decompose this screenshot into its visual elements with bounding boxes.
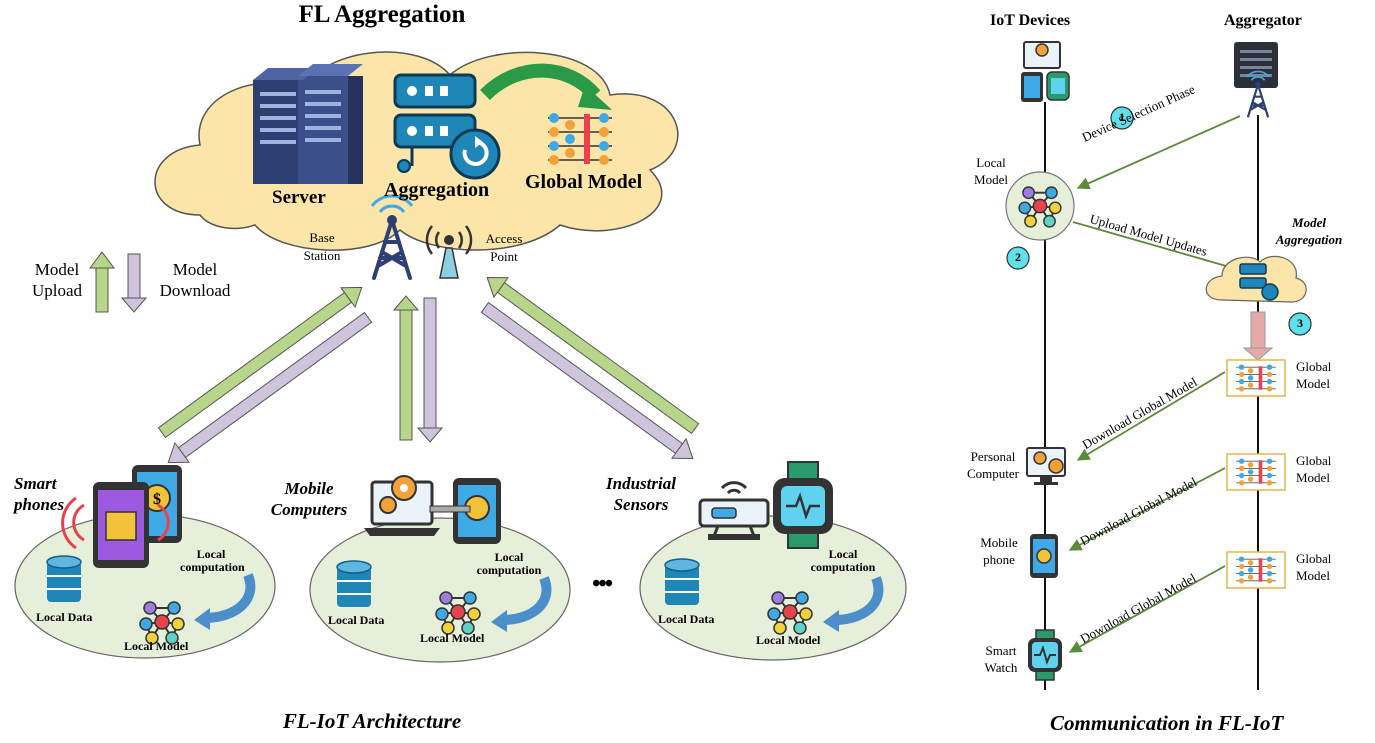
iot-devices-header: IoT Devices [990, 12, 1071, 29]
step-1-text: 1 [1119, 110, 1125, 124]
computers-upload-arrow [392, 295, 420, 441]
global-model-box-2 [1226, 453, 1286, 491]
legend-upload-arrow [89, 251, 115, 313]
download-arrow-phone [1068, 467, 1226, 551]
step-badge-3 [1288, 312, 1312, 336]
aggregation-icon [393, 73, 501, 180]
smartwatch-icon [773, 461, 833, 549]
fl-iot-architecture-caption: FL-IoT Architecture [282, 709, 462, 733]
computers-download-arrow [416, 297, 444, 443]
aggregation-label: Aggregation [384, 179, 490, 201]
smartphones-upload-arrow [157, 286, 363, 439]
step-badge-2 [1006, 246, 1030, 270]
sensors-download-arrow [480, 301, 694, 460]
local-data-label-3: Local Data [658, 612, 715, 626]
local-computation-arrow-1 [204, 573, 256, 623]
aggregator-server-icon [1234, 42, 1278, 118]
aggregator-header: Aggregator [1224, 12, 1302, 29]
local-data-icon-2 [336, 560, 372, 608]
sensors-upload-arrow [486, 276, 700, 435]
global-model-box-1 [1226, 359, 1286, 397]
upload-arrow [1072, 221, 1242, 273]
more-clusters-ellipsis: ••• [592, 571, 613, 597]
local-data-label-2: Local Data [328, 613, 385, 627]
svg-text:$: $ [153, 491, 161, 508]
mobile-phone-icon [1030, 534, 1058, 578]
personal-computer-icon [1026, 447, 1066, 485]
download-arrow-watch [1068, 565, 1226, 653]
local-model-label-3: Local Model [756, 633, 821, 647]
access-point-icon [425, 225, 473, 279]
smart-watch-icon [1028, 629, 1062, 681]
local-computation-arrow-3 [833, 576, 884, 625]
local-computation-arrow-2 [501, 576, 552, 625]
local-model-label-2: Local Model [420, 631, 485, 645]
fl-aggregation-title: FL Aggregation [298, 1, 466, 28]
device-selection-arrow [1076, 115, 1241, 190]
smartphones-download-arrow [167, 311, 373, 464]
router-icon [698, 481, 770, 540]
local-data-icon-3 [664, 558, 700, 606]
global-model-label: Global Model [525, 171, 643, 193]
step-3-text: 3 [1297, 316, 1303, 330]
tablet-icon [429, 478, 501, 544]
step-2-text: 2 [1015, 250, 1021, 264]
iot-devices-icon [1021, 41, 1070, 102]
local-model-label-1: Local Model [124, 639, 189, 653]
server-label: Server [272, 187, 326, 208]
local-data-label-1: Local Data [36, 610, 93, 624]
aggregation-to-global-down-arrow [1242, 311, 1274, 361]
smartphone-icon: $ [61, 465, 182, 568]
legend-download-arrow [120, 253, 148, 313]
download-arrow-computer [1076, 371, 1226, 461]
communication-caption: Communication in FL-IoT [1050, 711, 1284, 735]
local-data-icon-1 [46, 555, 82, 603]
global-model-icon [548, 113, 612, 165]
aggregation-cloud-small [1205, 255, 1307, 303]
server-icon [253, 64, 363, 184]
step-badge-1 [1110, 106, 1134, 130]
laptop-icon [364, 475, 440, 536]
global-model-box-3 [1226, 551, 1286, 589]
